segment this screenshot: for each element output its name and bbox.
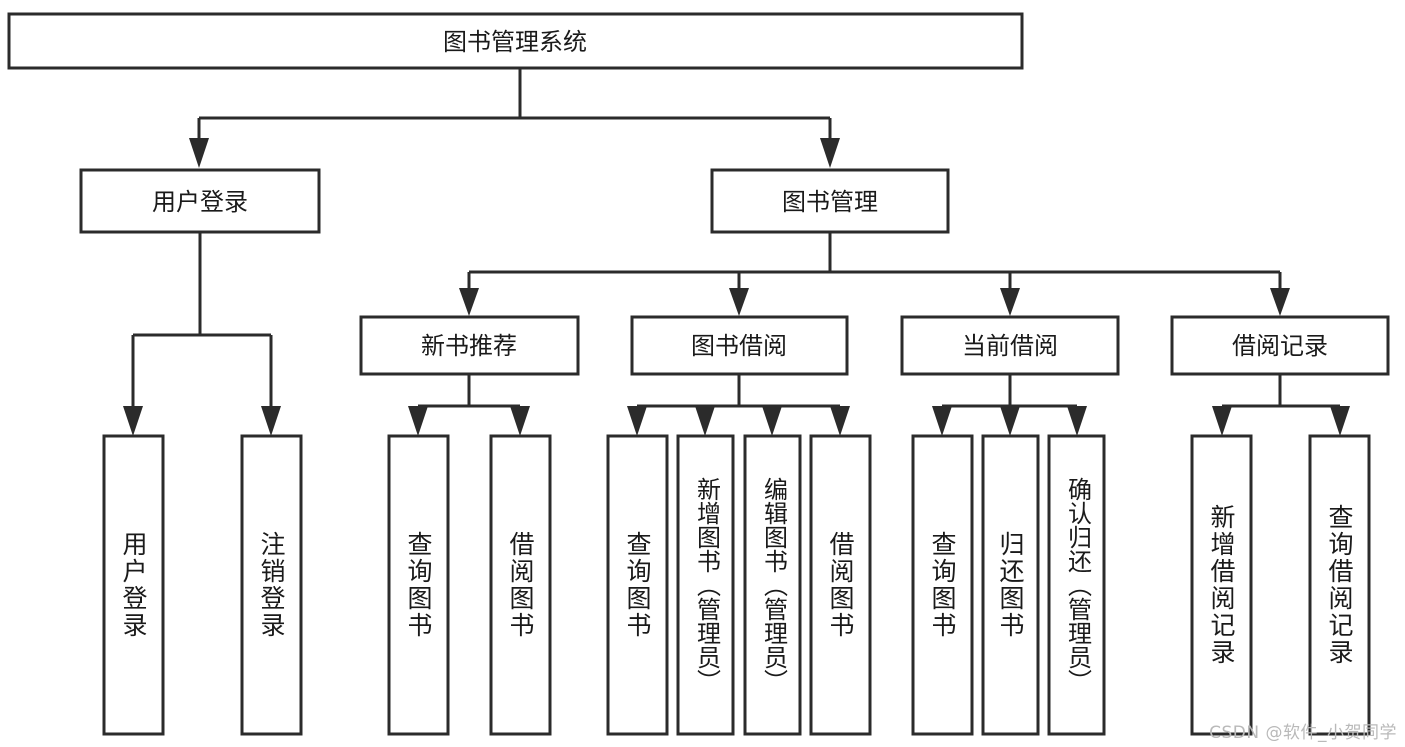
current-borrow-label: 当前借阅 xyxy=(962,332,1058,360)
node-root[interactable]: 图书管理系统 xyxy=(7,12,1024,70)
leaf-box-user-login[interactable] xyxy=(102,434,165,736)
arrow-bb-leaf3 xyxy=(762,406,782,436)
book-borrow-box[interactable] xyxy=(630,315,849,376)
leaf-box-br-query-record[interactable] xyxy=(1308,434,1371,736)
arrow-ul-leaf2 xyxy=(261,406,281,436)
arrow-cb-leaf2 xyxy=(1000,406,1020,436)
book-manage-label: 图书管理 xyxy=(782,188,878,216)
borrow-record-label: 借阅记录 xyxy=(1232,332,1328,360)
csdn-watermark: CSDN @软件_小贺同学 xyxy=(1209,723,1397,743)
arrow-to-borrow-record xyxy=(1270,288,1290,316)
leaf-box-cb-return-book[interactable] xyxy=(981,434,1040,736)
arrow-to-new-book xyxy=(459,288,479,316)
node-new-book-recommend[interactable]: 新书推荐 xyxy=(359,315,580,376)
leaf-box-cb-query-book[interactable] xyxy=(911,434,974,736)
borrow-record-box[interactable] xyxy=(1170,315,1390,376)
arrow-br-leaf2 xyxy=(1330,406,1350,436)
leaf-box-nbr-borrow-book[interactable] xyxy=(489,434,552,736)
current-borrow-box[interactable] xyxy=(900,315,1120,376)
new-book-recommend-label: 新书推荐 xyxy=(421,332,517,360)
leaf-box-bb-borrow-book[interactable] xyxy=(809,434,872,736)
arrow-br-leaf1 xyxy=(1212,406,1232,436)
leaf-box-bb-add-book[interactable] xyxy=(676,434,735,736)
arrow-bb-leaf1 xyxy=(627,406,647,436)
node-borrow-record[interactable]: 借阅记录 xyxy=(1170,315,1390,376)
root-box[interactable] xyxy=(7,12,1024,70)
user-login-label: 用户登录 xyxy=(152,188,248,216)
arrow-to-book-borrow xyxy=(729,288,749,316)
arrow-to-user-login xyxy=(189,138,209,168)
arrow-to-current-borrow xyxy=(1000,288,1020,316)
root-label: 图书管理系统 xyxy=(443,28,587,56)
arrow-nbr-leaf1 xyxy=(408,406,428,436)
arrow-bb-leaf4 xyxy=(830,406,850,436)
leaf-box-nbr-query-book[interactable] xyxy=(387,434,450,736)
node-book-manage[interactable]: 图书管理 xyxy=(710,168,950,234)
leaf-box-cb-confirm-return[interactable] xyxy=(1047,434,1106,736)
leaf-box-bb-edit-book[interactable] xyxy=(743,434,802,736)
leaf-box-br-add-record[interactable] xyxy=(1190,434,1253,736)
arrow-to-book-manage xyxy=(820,138,840,168)
arrow-cb-leaf3 xyxy=(1067,406,1087,436)
arrow-cb-leaf1 xyxy=(932,406,952,436)
book-borrow-label: 图书借阅 xyxy=(691,332,787,360)
arrow-bb-leaf2 xyxy=(695,406,715,436)
node-book-borrow[interactable]: 图书借阅 xyxy=(630,315,849,376)
book-manage-box[interactable] xyxy=(710,168,950,234)
new-book-recommend-box[interactable] xyxy=(359,315,580,376)
node-current-borrow[interactable]: 当前借阅 xyxy=(900,315,1120,376)
arrow-ul-leaf1 xyxy=(123,406,143,436)
node-user-login[interactable]: 用户登录 xyxy=(79,168,321,234)
leaf-box-bb-query-book[interactable] xyxy=(606,434,669,736)
leaf-box-logout[interactable] xyxy=(240,434,303,736)
arrow-nbr-leaf2 xyxy=(510,406,530,436)
